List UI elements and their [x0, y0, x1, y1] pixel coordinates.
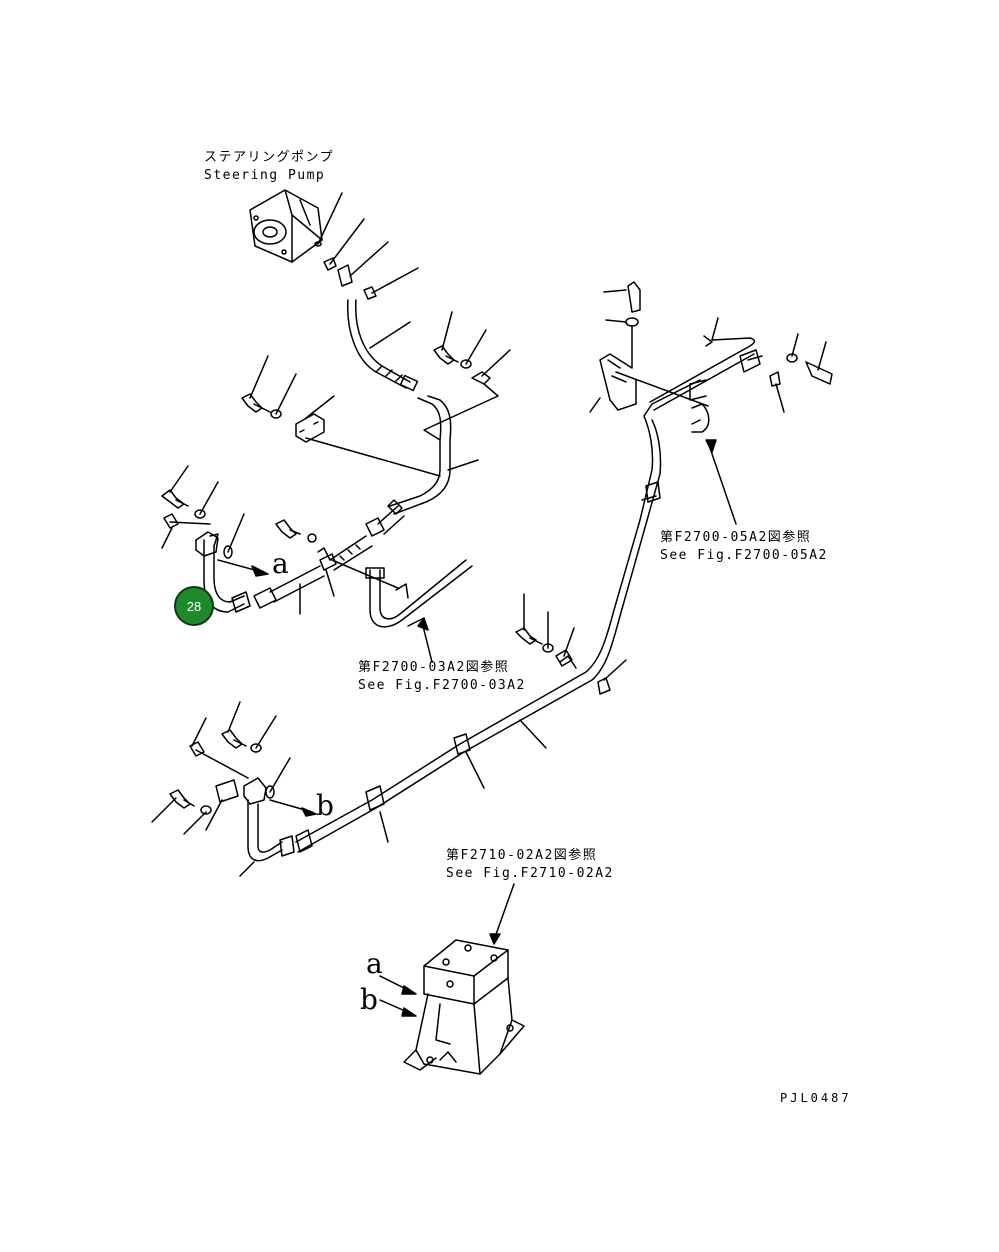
pump-hose [347, 299, 479, 515]
right-mid-bolts [515, 593, 575, 667]
callout-number: 28 [186, 598, 202, 614]
reference-1-jp: 第F2700-05A2図参照 [660, 530, 812, 545]
upper-bracket-group [241, 311, 511, 477]
pump-label-en: Steering Pump [204, 168, 326, 183]
connection-mark-a-lower: a [366, 947, 383, 980]
connection-mark-a-upper: a [272, 547, 289, 580]
reference-3-jp: 第F2710-02A2図参照 [446, 848, 598, 863]
connection-mark-b-lower: b [360, 983, 378, 1016]
reference-leaders [407, 617, 425, 627]
steering-pump [249, 189, 323, 263]
reference-3-en: See Fig.F2710-02A2 [446, 866, 614, 881]
reference-2-jp: 第F2700-03A2図参照 [358, 660, 510, 675]
reference-1-en: See Fig.F2700-05A2 [660, 548, 828, 563]
connection-mark-b-upper: b [316, 789, 334, 822]
upper-right-assembly [589, 281, 833, 525]
drawing-code: PJL0487 [780, 1091, 852, 1105]
hose-to-f2700-03a2 [365, 559, 473, 663]
long-pipe [295, 379, 701, 853]
reference-2-en: See Fig.F2700-03A2 [358, 678, 526, 693]
part-callout-28[interactable]: 28 [174, 586, 214, 626]
lower-left-assembly [151, 701, 317, 877]
pump-fittings [314, 192, 419, 300]
pump-label-jp: ステアリングポンプ [204, 150, 335, 165]
valve-body [379, 883, 525, 1075]
